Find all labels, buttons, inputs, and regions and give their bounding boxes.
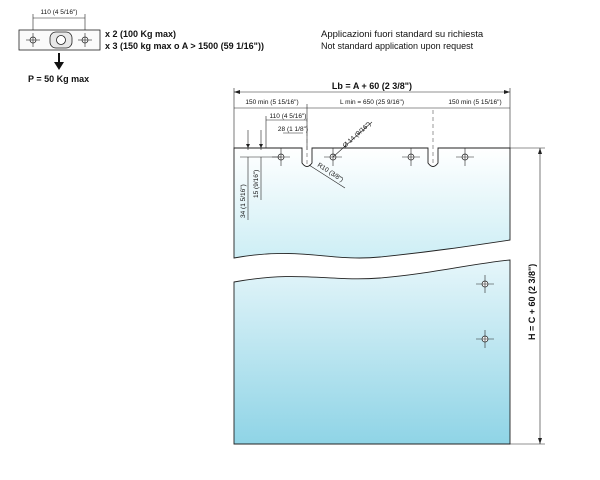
bracket-spacing-label: 110 (4 5/16") [270,113,307,120]
height-total-label: H = C + 60 (2 3/8") [527,264,537,340]
left-vertical-dimensions: 34 (1 5/16") 15 (9/16") [240,130,281,220]
hardware-fitting: 110 (4 5/16") P = 50 Kg max x 2 (100 Kg … [18,9,264,84]
hardware-spacing-label: 110 (4 5/16") [41,9,78,16]
hole-diameter-label: Ø 14 (9/16") [342,121,373,150]
notice: Applicazioni fuori standard su richiesta… [321,29,484,51]
width-total-label: Lb = A + 60 (2 3/8") [332,81,412,91]
fitting-hole-left-icon [26,33,40,47]
length-min-label: L min = 650 (25 9/16") [340,99,404,106]
notice-italian: Applicazioni fuori standard su richiesta [321,29,484,40]
bracket-inner-label: 28 (1 1/8") [278,126,308,133]
hole-top-center-right-icon [402,148,420,166]
glass-panel-bottom [233,259,511,445]
glass-panel-top [233,147,511,259]
right-min-label: 150 min (5 15/16") [448,99,501,106]
width-dimension: Lb = A + 60 (2 3/8") [233,81,511,148]
hole-side-lower-icon [476,330,494,348]
hole-top-right-icon [456,148,474,166]
edge-to-hole-label: 34 (1 5/16") [240,184,247,218]
load-arrow-icon [54,53,64,70]
sub-dimensions: 150 min (5 15/16") L min = 650 (25 9/16"… [234,99,510,150]
left-min-label: 150 min (5 15/16") [245,99,298,106]
fitting-center-hole [56,35,66,45]
quantity-2-label: x 2 (100 Kg max) [105,29,176,39]
slot-depth-label: 15 (9/16") [253,170,260,198]
height-dimension: H = C + 60 (2 3/8") [510,147,545,445]
fitting-hole-right-icon [78,33,92,47]
load-label: P = 50 Kg max [28,74,89,84]
quantity-3-label: x 3 (150 kg max o A > 1500 (59 1/16")) [105,41,264,51]
notice-english: Not standard application upon request [321,41,474,51]
hole-side-upper-icon [476,275,494,293]
